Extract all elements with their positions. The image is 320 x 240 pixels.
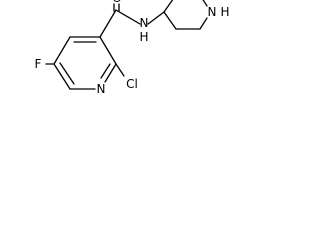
bond-c3-carbonyl [99, 9, 117, 38]
pyridine-ring [53, 36, 117, 90]
bond-carbonyl-n [115, 9, 141, 25]
bond-c2-n1-inner [100, 63, 111, 79]
atom-amide-nitrogen: N [140, 16, 149, 30]
bond-c6-c5 [53, 63, 71, 90]
atom-fluorine: F [35, 57, 42, 71]
bond-pip-c6-n [199, 17, 208, 30]
bond-c2-cl [115, 63, 125, 77]
bond-c6-c5-inner [59, 62, 75, 85]
chemical-structure: F O N H N Cl N H [35, 0, 230, 96]
atom-chlorine: Cl [126, 77, 138, 91]
bond-n-piperidine [147, 11, 165, 25]
atom-amide-hydrogen: H [139, 30, 148, 44]
bond-c5-c4 [53, 36, 71, 65]
bond-c2-n1 [104, 63, 117, 83]
atom-piperidine-nitrogen: N [208, 5, 217, 19]
atom-pyridine-nitrogen: N [97, 82, 106, 96]
atom-oxygen: O [112, 0, 121, 5]
bond-c3-c2 [99, 36, 117, 65]
bond-pip-c4-c3 [163, 0, 174, 13]
bond-pip-n-c2 [202, 0, 208, 7]
bond-pip-c4-c5 [163, 11, 177, 30]
piperidine-ring [163, 0, 208, 30]
atom-piperidine-hydrogen: H [220, 5, 229, 19]
